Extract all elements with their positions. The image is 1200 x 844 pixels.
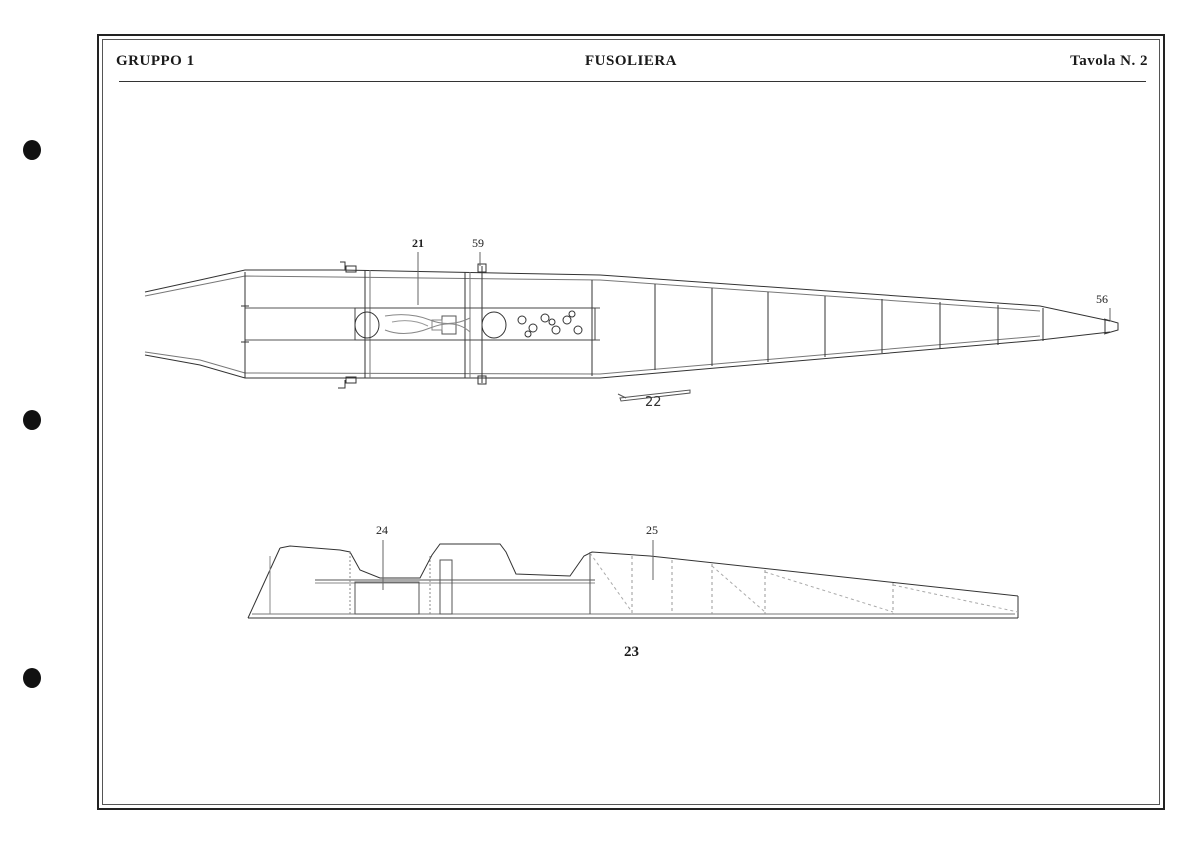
- callout-24: 24: [376, 523, 388, 537]
- sheet-title: FUSOLIERA: [584, 53, 678, 69]
- binder-hole-middle: [23, 410, 41, 430]
- header-rule: [119, 81, 1146, 82]
- callout-22: 22: [645, 395, 662, 410]
- group-label: GRUPPO 1: [116, 53, 195, 69]
- binder-hole-top: [23, 140, 41, 160]
- drawing-sheet: GRUPPO 1 FUSOLIERA Tavola N. 2: [97, 34, 1165, 810]
- fuselage-side-view: [247, 540, 1019, 619]
- plate-number: Tavola N. 2: [1070, 53, 1148, 69]
- sheet-inner-border: [102, 39, 1160, 805]
- callout-21: 21: [412, 236, 424, 250]
- binder-hole-bottom: [23, 668, 41, 688]
- figure-number-23: 23: [624, 644, 639, 660]
- callout-56: 56: [1096, 292, 1108, 306]
- callout-25: 25: [646, 523, 658, 537]
- fuselage-top-view: [144, 252, 1119, 402]
- callout-59: 59: [472, 236, 484, 250]
